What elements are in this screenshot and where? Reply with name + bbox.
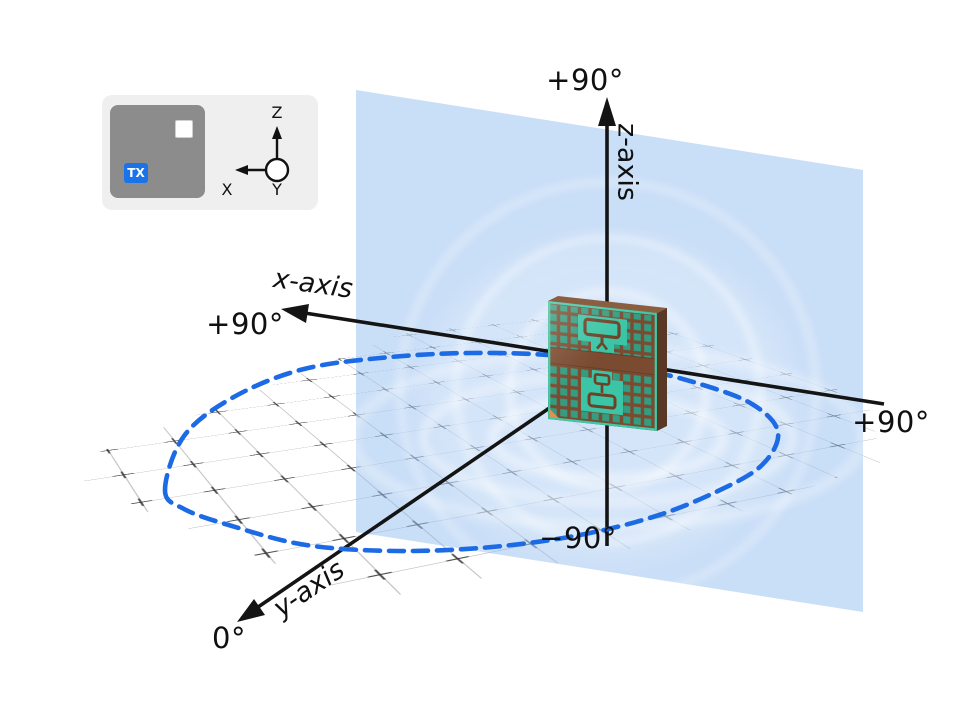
inset-x-arrow bbox=[235, 165, 248, 175]
inset-y-label: Y bbox=[271, 180, 282, 199]
x-axis-arrowhead bbox=[281, 304, 309, 323]
inset-x-label: X bbox=[222, 180, 233, 199]
label-y-zero: 0° bbox=[212, 621, 246, 655]
antenna-board bbox=[548, 296, 667, 431]
device-illustration: TX bbox=[110, 105, 205, 198]
label-z-plus90: +90° bbox=[546, 63, 624, 97]
inset-z-label: Z bbox=[272, 103, 283, 122]
radiation-pattern-dashed-loop bbox=[162, 350, 781, 554]
label-z-axis: z-axis bbox=[611, 122, 643, 202]
y-axis-origin-circle bbox=[264, 157, 290, 183]
tx-badge: TX bbox=[124, 163, 148, 183]
legend-inset: TX Z X Y bbox=[102, 95, 318, 210]
board-top-edge bbox=[548, 296, 667, 313]
inset-axis-indicator: Z X Y bbox=[222, 103, 290, 199]
y-axis-line bbox=[240, 366, 610, 620]
board-front-face bbox=[548, 301, 657, 431]
label-x-right-plus90: +90° bbox=[852, 405, 930, 439]
label-z-minus90: −90° bbox=[539, 521, 617, 555]
board-side-face bbox=[657, 308, 667, 431]
y-axis-arrowhead bbox=[237, 599, 265, 622]
label-x-left-plus90: +90° bbox=[206, 307, 284, 341]
inset-z-arrow bbox=[272, 126, 282, 139]
device-antenna-square bbox=[175, 120, 193, 138]
z-axis-arrowhead bbox=[598, 97, 616, 126]
